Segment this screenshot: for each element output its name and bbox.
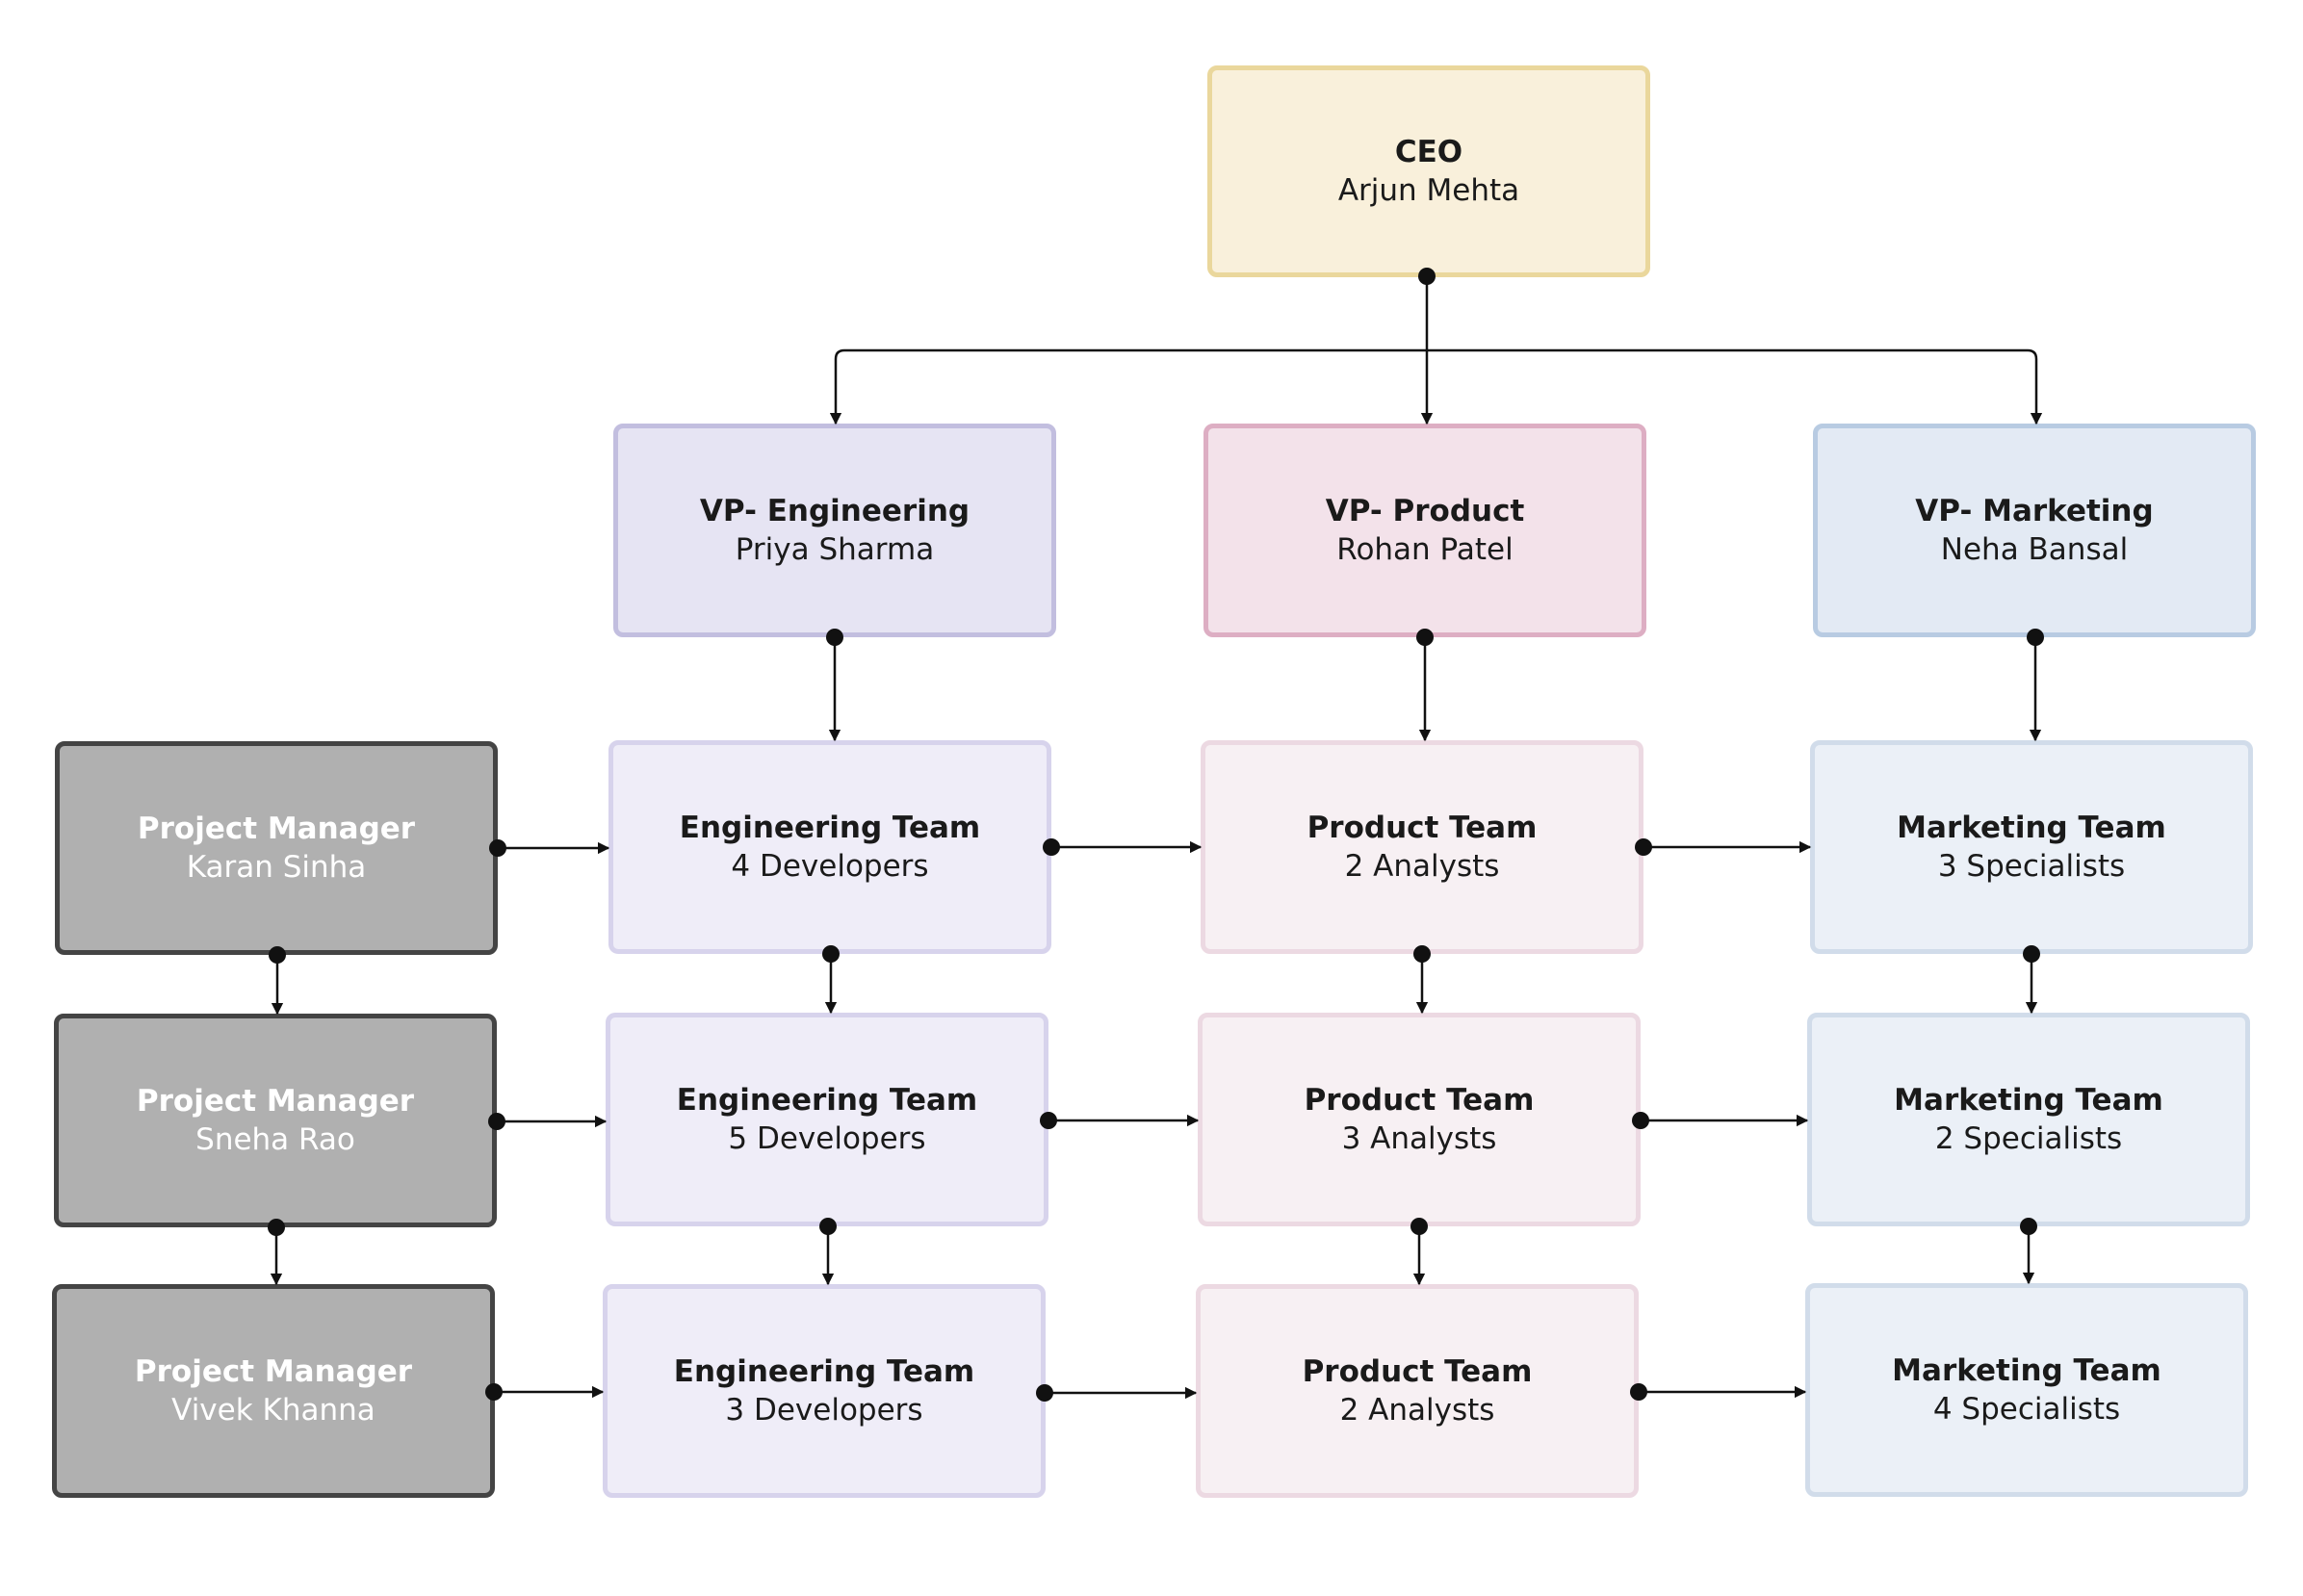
node-vp-engineering[interactable]: VP- Engineering Priya Sharma xyxy=(613,424,1056,637)
node-prod-1-size: 2 Analysts xyxy=(1344,849,1500,884)
connector-dot xyxy=(268,1219,285,1236)
node-eng-1-title: Engineering Team xyxy=(679,811,981,845)
node-vp-product-name: Rohan Patel xyxy=(1336,532,1514,567)
connector-dot xyxy=(2020,1218,2037,1235)
node-product-team-3[interactable]: Product Team 2 Analysts xyxy=(1196,1284,1639,1498)
connector-dot xyxy=(826,629,843,646)
node-ceo[interactable]: CEO Arjun Mehta xyxy=(1207,65,1650,277)
node-engineering-team-1[interactable]: Engineering Team 4 Developers xyxy=(608,740,1051,954)
connector-dot xyxy=(1418,268,1436,285)
node-marketing-team-3[interactable]: Marketing Team 4 Specialists xyxy=(1805,1283,2248,1497)
connector-dot xyxy=(822,945,840,963)
node-product-team-1[interactable]: Product Team 2 Analysts xyxy=(1201,740,1643,954)
node-pm-2-name: Sneha Rao xyxy=(195,1122,355,1157)
node-pm-3-title: Project Manager xyxy=(134,1354,413,1389)
connector-dot xyxy=(2023,945,2040,963)
node-vp-engineering-title: VP- Engineering xyxy=(699,494,970,528)
node-project-manager-2[interactable]: Project Manager Sneha Rao xyxy=(54,1014,497,1227)
node-eng-3-title: Engineering Team xyxy=(673,1354,975,1389)
node-mkt-2-size: 2 Specialists xyxy=(1934,1121,2123,1156)
node-vp-marketing-title: VP- Marketing xyxy=(1915,494,2154,528)
node-pm-1-title: Project Manager xyxy=(137,811,416,846)
node-mkt-1-title: Marketing Team xyxy=(1897,811,2166,845)
node-mkt-1-size: 3 Specialists xyxy=(1937,849,2126,884)
connector-dot xyxy=(1416,629,1434,646)
connector-dot xyxy=(485,1383,503,1401)
node-engineering-team-2[interactable]: Engineering Team 5 Developers xyxy=(606,1013,1048,1226)
node-vp-marketing-name: Neha Bansal xyxy=(1940,532,2129,567)
connector-dot xyxy=(1043,838,1060,856)
connector-dot xyxy=(1635,838,1652,856)
node-mkt-3-size: 4 Specialists xyxy=(1932,1392,2121,1427)
node-ceo-name: Arjun Mehta xyxy=(1337,173,1520,208)
node-prod-2-size: 3 Analysts xyxy=(1341,1121,1497,1156)
edge-ceo-to-vp-marketing xyxy=(1427,348,2043,425)
node-eng-2-title: Engineering Team xyxy=(676,1083,978,1118)
node-prod-3-size: 2 Analysts xyxy=(1339,1393,1495,1428)
node-mkt-3-title: Marketing Team xyxy=(1892,1353,2161,1388)
connector-dot xyxy=(1413,945,1431,963)
connector-dot xyxy=(489,839,506,857)
node-pm-2-title: Project Manager xyxy=(136,1084,415,1119)
node-prod-3-title: Product Team xyxy=(1302,1354,1533,1389)
connector-dot xyxy=(1410,1218,1428,1235)
node-vp-marketing[interactable]: VP- Marketing Neha Bansal xyxy=(1813,424,2256,637)
node-mkt-2-title: Marketing Team xyxy=(1894,1083,2163,1118)
connector-dot xyxy=(1630,1383,1647,1401)
connector-dot xyxy=(1040,1112,1057,1129)
edge-ceo-to-vp-engineering xyxy=(829,348,1427,425)
connector-dot xyxy=(2027,629,2044,646)
node-vp-product-title: VP- Product xyxy=(1325,494,1525,528)
connector-dot xyxy=(488,1113,505,1130)
node-eng-3-size: 3 Developers xyxy=(725,1393,923,1428)
node-pm-1-name: Karan Sinha xyxy=(186,850,367,885)
node-project-manager-3[interactable]: Project Manager Vivek Khanna xyxy=(52,1284,495,1498)
node-ceo-title: CEO xyxy=(1394,135,1463,169)
node-engineering-team-3[interactable]: Engineering Team 3 Developers xyxy=(603,1284,1046,1498)
connector-dot xyxy=(819,1218,837,1235)
node-product-team-2[interactable]: Product Team 3 Analysts xyxy=(1198,1013,1641,1226)
connector-dot xyxy=(1036,1384,1053,1402)
node-prod-2-title: Product Team xyxy=(1304,1083,1535,1118)
node-pm-3-name: Vivek Khanna xyxy=(171,1393,375,1428)
node-vp-engineering-name: Priya Sharma xyxy=(735,532,935,567)
node-eng-2-size: 5 Developers xyxy=(728,1121,926,1156)
node-marketing-team-1[interactable]: Marketing Team 3 Specialists xyxy=(1810,740,2253,954)
node-prod-1-title: Product Team xyxy=(1307,811,1538,845)
connector-dot xyxy=(269,946,286,964)
connector-dot xyxy=(1632,1112,1649,1129)
node-eng-1-size: 4 Developers xyxy=(731,849,929,884)
